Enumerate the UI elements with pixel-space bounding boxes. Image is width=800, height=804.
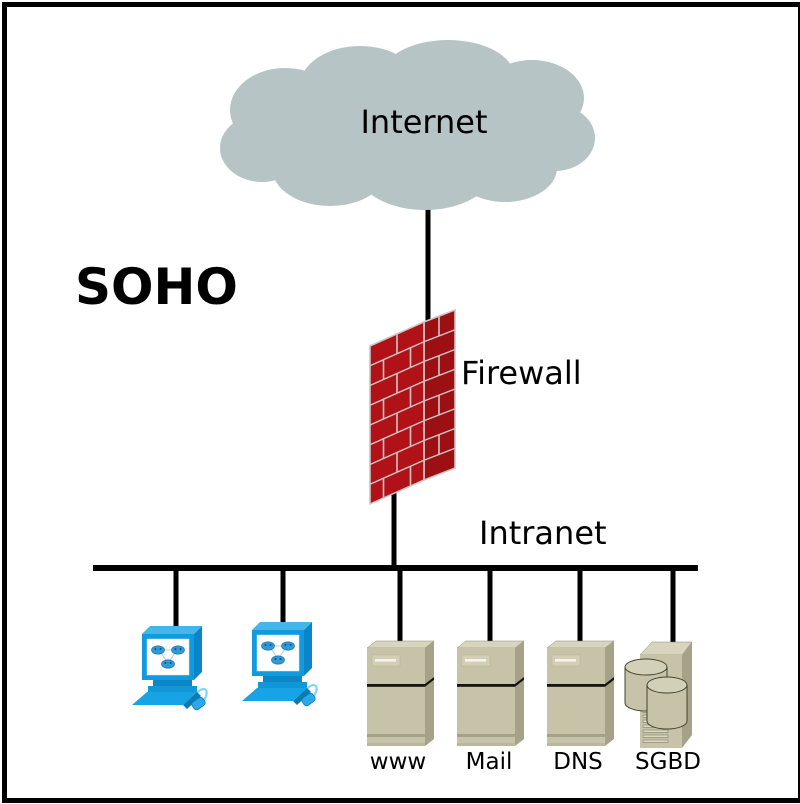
internet-cloud-icon: [220, 40, 595, 210]
firewall-label: Firewall: [461, 354, 582, 392]
firewall-front-face: [369, 320, 425, 506]
server-sgbd-icon: [624, 641, 693, 748]
server-label-sgbd: SGBD: [635, 749, 701, 775]
firewall-icon: [369, 308, 456, 506]
server-label-mail: Mail: [465, 749, 513, 775]
diagram-title: SOHO: [75, 258, 238, 316]
server-label-www: www: [369, 749, 427, 775]
database-cylinder-2: [646, 676, 688, 730]
network-links: [93, 200, 698, 650]
server-label-dns: DNS: [553, 749, 603, 775]
internet-label: Internet: [360, 103, 488, 141]
intranet-label: Intranet: [479, 514, 607, 552]
